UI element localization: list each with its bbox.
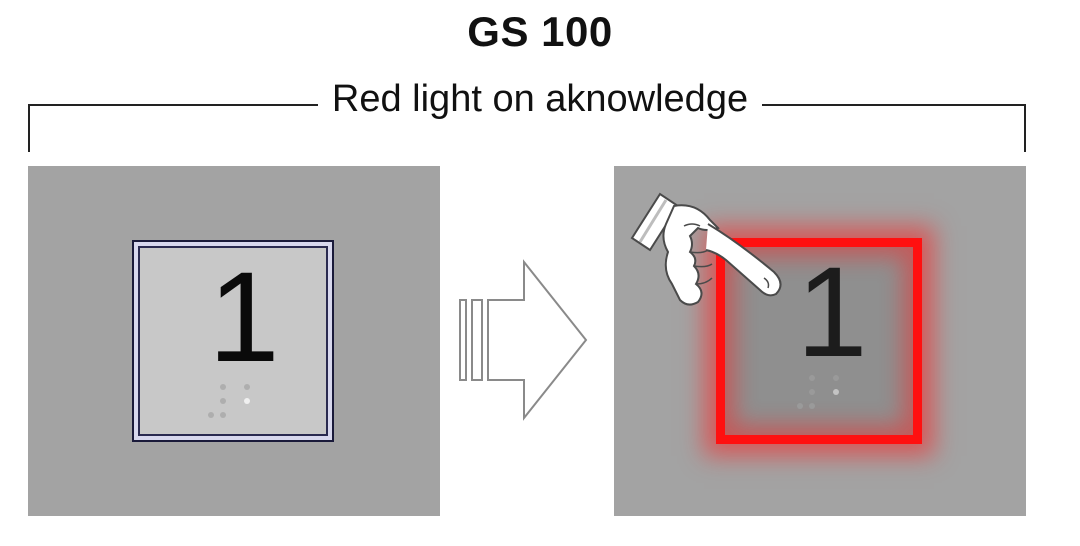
panel-before: 1: [28, 166, 440, 516]
button-face: 1: [138, 246, 328, 436]
subtitle-text: Red light on aknowledge: [317, 78, 763, 120]
braille-dot: [809, 375, 815, 381]
braille-dot: [797, 403, 803, 409]
elevator-button-unlit: 1: [132, 240, 334, 442]
diagram-title: GS 100: [467, 8, 613, 55]
braille-dot: [220, 398, 226, 404]
button-number-lit: 1: [796, 241, 868, 384]
braille-dot: [244, 384, 250, 390]
braille-dot: [220, 384, 226, 390]
braille-dot: [244, 398, 250, 404]
braille-dot: [833, 389, 839, 395]
panel-after: 1: [614, 166, 1026, 516]
button-number: 1: [208, 246, 280, 389]
braille-dot: [208, 412, 214, 418]
braille-dot: [809, 389, 815, 395]
braille-dot: [833, 375, 839, 381]
braille-dot: [809, 403, 815, 409]
right-arrow-icon: [459, 259, 588, 421]
pointing-hand-icon: [630, 192, 782, 306]
diagram-subtitle: Red light on aknowledge: [0, 78, 1080, 121]
braille-dot: [220, 412, 226, 418]
